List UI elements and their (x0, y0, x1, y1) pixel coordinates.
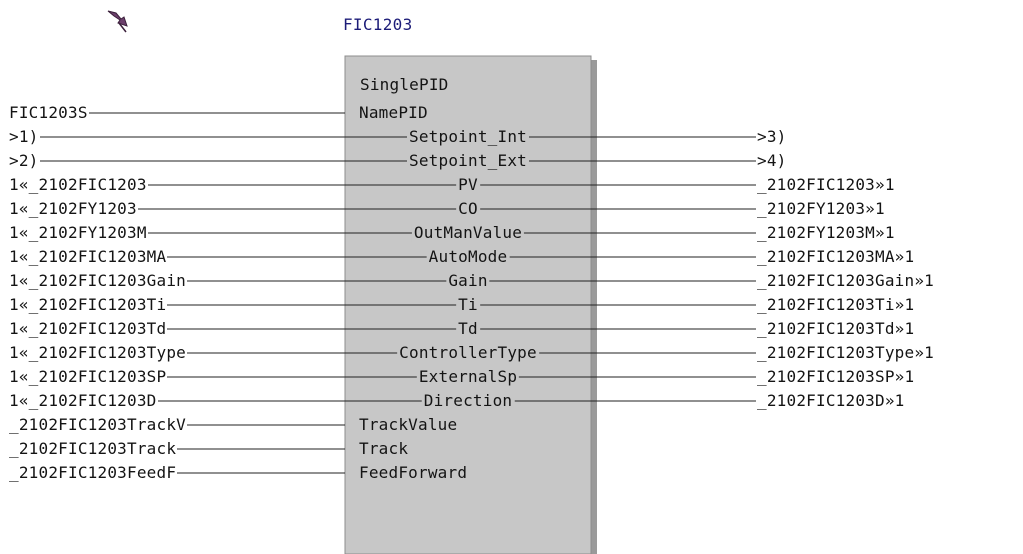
parameter-pin[interactable]: Track (358, 439, 411, 458)
output-variable-label[interactable]: _2102FY1203M»1 (756, 223, 896, 242)
parameter-pin[interactable]: CO (456, 199, 480, 218)
output-variable-label[interactable]: _2102FIC1203D»1 (756, 391, 906, 410)
parameter-pin[interactable]: Setpoint_Int (407, 127, 529, 146)
input-variable-label[interactable]: 1«_2102FIC1203 (8, 175, 148, 194)
input-variable-label[interactable]: 1«_2102FIC1203Gain (8, 271, 187, 290)
parameter-pin[interactable]: PV (456, 175, 480, 194)
block-instance-name[interactable]: FIC1203 (343, 15, 413, 34)
parameter-pin[interactable]: FeedForward (358, 463, 470, 482)
parameter-pin[interactable]: AutoMode (426, 247, 510, 266)
output-variable-label[interactable]: _2102FIC1203Type»1 (756, 343, 935, 362)
output-variable-label[interactable]: >3) (756, 127, 788, 146)
pushpin-icon[interactable] (104, 8, 130, 34)
input-variable-label[interactable]: >2) (8, 151, 40, 170)
parameter-pin[interactable]: NamePID (358, 103, 430, 122)
input-variable-label[interactable]: 1«_2102FY1203 (8, 199, 138, 218)
input-variable-label[interactable]: 1«_2102FIC1203Td (8, 319, 168, 338)
input-variable-label[interactable]: _2102FIC1203TrackV (8, 415, 187, 434)
input-variable-label[interactable]: 1«_2102FIC1203Ti (8, 295, 168, 314)
output-variable-label[interactable]: _2102FIC1203MA»1 (756, 247, 916, 266)
output-variable-label[interactable]: _2102FIC1203Gain»1 (756, 271, 935, 290)
output-variable-label[interactable]: >4) (756, 151, 788, 170)
parameter-pin[interactable]: ExternalSp (416, 367, 520, 386)
block-type-label: SinglePID (360, 75, 449, 94)
parameter-pin[interactable]: Ti (456, 295, 480, 314)
output-variable-label[interactable]: _2102FIC1203Ti»1 (756, 295, 916, 314)
parameter-pin[interactable]: Setpoint_Ext (407, 151, 529, 170)
parameter-pin[interactable]: Direction (421, 391, 515, 410)
input-variable-label[interactable]: FIC1203S (8, 103, 89, 122)
parameter-pin[interactable]: Gain (446, 271, 490, 290)
parameter-pin[interactable]: OutManValue (411, 223, 525, 242)
input-variable-label[interactable]: _2102FIC1203FeedF (8, 463, 178, 482)
parameter-pin[interactable]: ControllerType (397, 343, 539, 362)
input-variable-label[interactable]: 1«_2102FIC1203D (8, 391, 158, 410)
parameter-pin[interactable]: Td (456, 319, 480, 338)
input-variable-label[interactable]: 1«_2102FIC1203MA (8, 247, 168, 266)
input-variable-label[interactable]: >1) (8, 127, 40, 146)
parameter-pin[interactable]: TrackValue (358, 415, 460, 434)
input-variable-label[interactable]: 1«_2102FIC1203Type (8, 343, 187, 362)
input-variable-label[interactable]: _2102FIC1203Track (8, 439, 178, 458)
input-variable-label[interactable]: 1«_2102FIC1203SP (8, 367, 168, 386)
output-variable-label[interactable]: _2102FIC1203Td»1 (756, 319, 916, 338)
output-variable-label[interactable]: _2102FIC1203SP»1 (756, 367, 916, 386)
output-variable-label[interactable]: _2102FIC1203»1 (756, 175, 896, 194)
input-variable-label[interactable]: 1«_2102FY1203M (8, 223, 148, 242)
output-variable-label[interactable]: _2102FY1203»1 (756, 199, 886, 218)
